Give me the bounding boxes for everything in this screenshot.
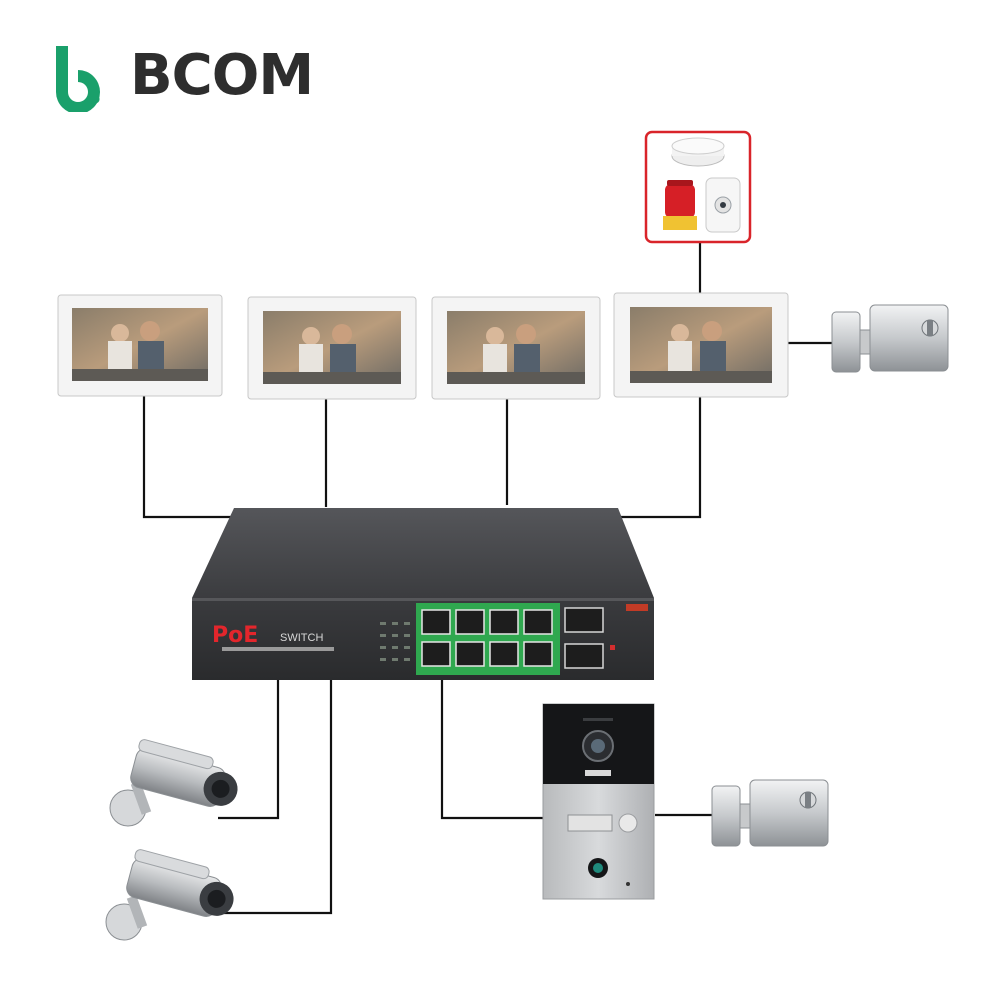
door-station [542,703,655,900]
wire-monitor-4 [598,397,702,519]
electric-lock-top [831,304,949,373]
camera-1 [109,739,238,827]
wire-monitor-1 [142,395,236,519]
poe-logo: PoE [212,623,258,648]
name-plate [567,814,613,832]
call-button [618,813,638,833]
bcom-logo: BCOM [46,40,326,114]
smoke-detector-icon [671,137,725,167]
wire-door-station [440,679,543,820]
camera-2 [105,849,234,941]
rating-sticker [626,604,648,611]
port-led-grid [380,622,410,661]
strobe-siren-icon [663,180,697,230]
electric-lock-bottom [711,779,829,847]
monitor-2 [247,296,417,400]
switch-word: SWITCH [280,632,323,644]
uplink-ports [564,607,604,669]
brand-name: BCOM [130,43,314,108]
alarm-panel [644,130,752,244]
wires [142,243,833,915]
reset-led [610,645,615,650]
wire-camera-2 [218,679,333,915]
poe-switch: PoE SWITCH [192,508,654,680]
monitor-4 [613,292,789,398]
monitor-1 [57,294,223,397]
rj45-ports [421,609,553,667]
bcom-logo-mark-icon [56,46,100,114]
monitor-3 [431,296,601,400]
motion-sensor-icon [705,177,741,233]
wire-camera-1 [218,679,280,820]
